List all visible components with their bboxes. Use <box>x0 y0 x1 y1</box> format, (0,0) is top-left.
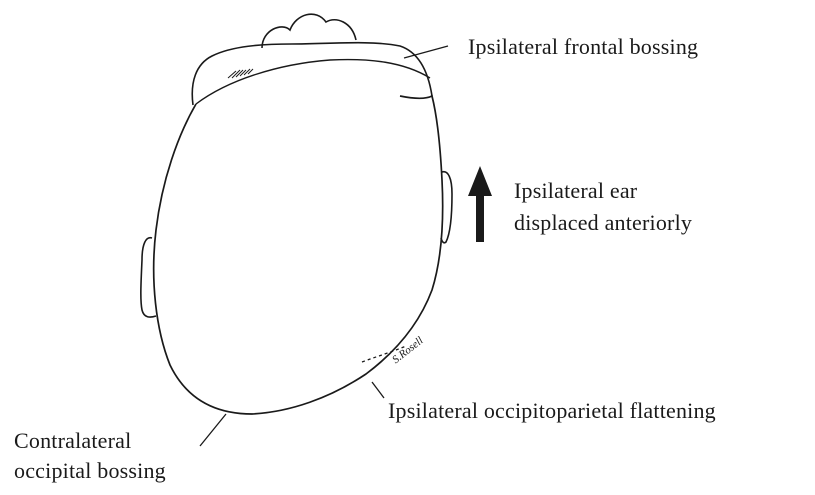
label-ear-line2: displaced anteriorly <box>514 208 692 238</box>
label-contralateral-line1: Contralateral <box>14 426 131 456</box>
occipitoparietal-leader-line <box>372 382 384 398</box>
hairline-curve <box>196 60 430 104</box>
arrow-up-icon <box>468 166 492 242</box>
label-frontal-bossing: Ipsilateral frontal bossing <box>468 32 698 62</box>
contralateral-leader-line <box>200 414 226 446</box>
label-occipitoparietal-flattening: Ipsilateral occipitoparietal flattening <box>388 396 716 426</box>
head-outline <box>154 96 443 414</box>
forehead-outline <box>192 43 432 105</box>
label-ear-line1: Ipsilateral ear <box>514 176 637 206</box>
label-contralateral-line2: occipital bossing <box>14 456 166 486</box>
artist-signature: S.Rosell <box>390 335 426 366</box>
